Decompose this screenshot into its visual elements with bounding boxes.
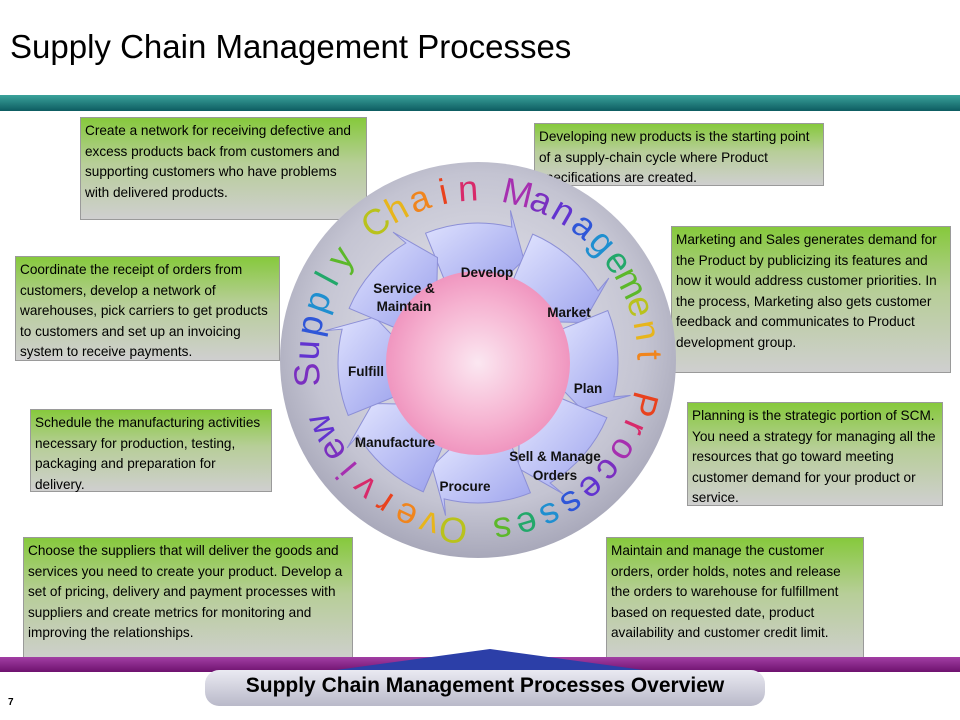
develop-description: Developing new products is the starting … [534, 123, 824, 186]
ring-letter: O [436, 508, 470, 553]
cycle-label-service: Service & [373, 281, 435, 296]
page-number: 7 [8, 697, 14, 708]
cycle-arrows [325, 210, 631, 516]
cycle-label-sell-manage: Sell & Manage [509, 449, 601, 464]
ring-letter: S [285, 361, 328, 388]
cycle-label-procure: Procure [439, 479, 491, 494]
cycle-label-market: Market [547, 305, 591, 320]
ring-letter: t [629, 349, 670, 360]
cycle-label-fulfill: Fulfill [348, 364, 384, 379]
manufacture-description: Schedule the manufacturing activities ne… [30, 409, 272, 492]
fulfill-description: Coordinate the receipt of orders from cu… [15, 256, 280, 361]
market-description: Marketing and Sales generates demand for… [671, 226, 951, 373]
procure-description: Choose the suppliers that will deliver t… [23, 537, 353, 663]
cycle-label-manufacture: Manufacture [355, 435, 436, 450]
ring-letter: n [457, 167, 479, 209]
footer-title: Supply Chain Management Processes Overvi… [245, 674, 725, 697]
footer-title-background [205, 670, 765, 706]
cycle-label-plan: Plan [574, 381, 603, 396]
ring-letter: s [491, 509, 515, 552]
page-title: Supply Chain Management Processes [10, 28, 572, 65]
inner-circle [386, 271, 570, 455]
plan-description: Planning is the strategic portion of SCM… [687, 402, 943, 506]
cycle-label-develop: Develop [461, 265, 514, 280]
sell-manage-orders-description: Maintain and manage the customer orders,… [606, 537, 864, 663]
footer-triangle [300, 649, 680, 675]
top-header-bar [0, 95, 960, 111]
ring-letter: u [285, 339, 327, 361]
cycle-label-maintain: Maintain [377, 299, 432, 314]
service-maintain-description: Create a network for receiving defective… [80, 117, 367, 220]
cycle-label-orders: Orders [533, 468, 577, 483]
